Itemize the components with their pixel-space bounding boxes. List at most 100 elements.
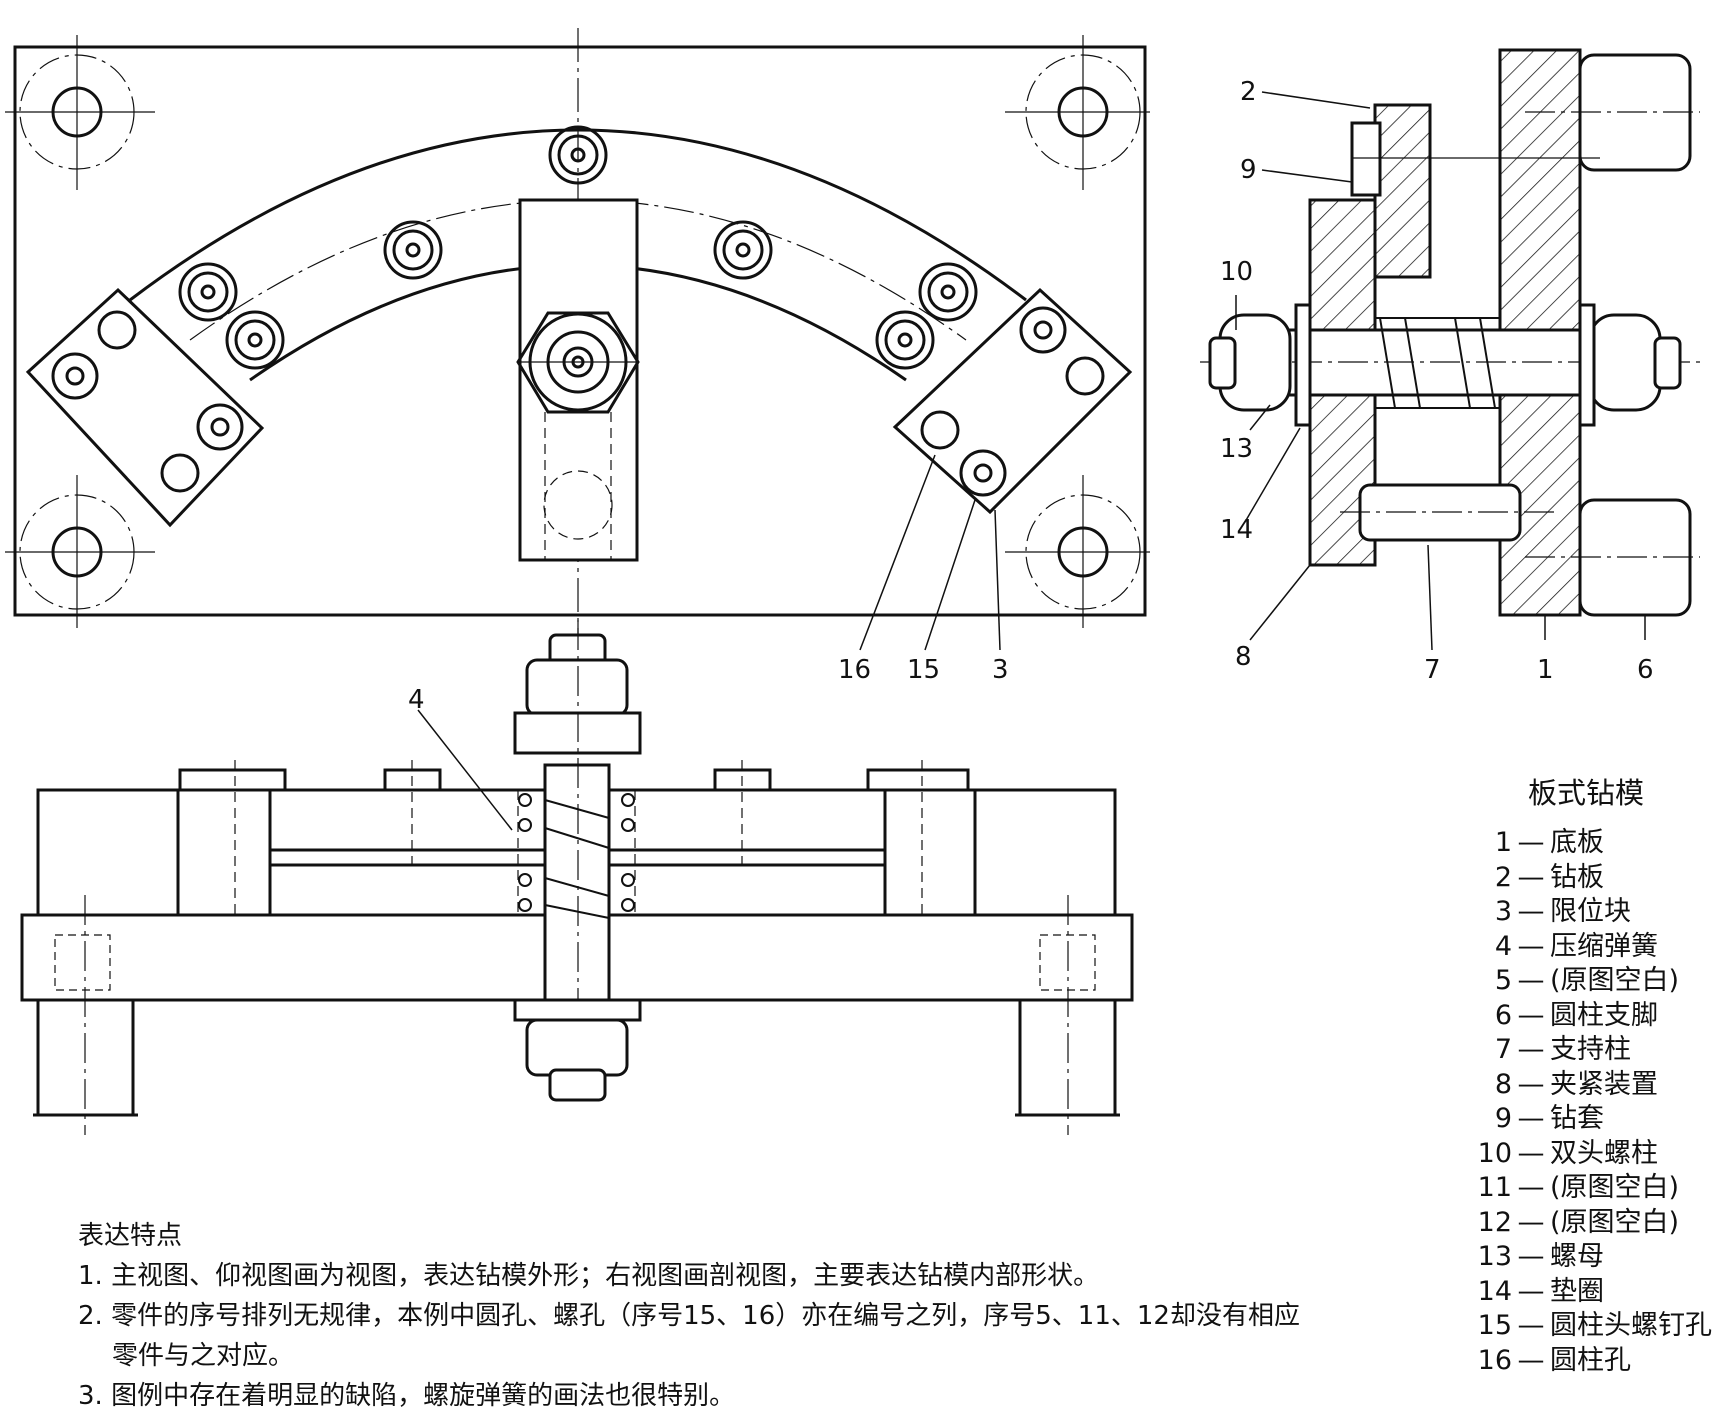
legend-item: 12—(原图空白): [1470, 1200, 1679, 1239]
legend-item-number: 14: [1477, 1275, 1512, 1307]
drill-bushing: [918, 262, 978, 322]
callout-15: 15: [907, 655, 940, 685]
legend-dash: —: [1517, 1137, 1545, 1169]
corner-hole: [1005, 35, 1150, 190]
callout-8: 8: [1235, 642, 1252, 672]
callout-13: 13: [1220, 434, 1253, 464]
legend-dash: —: [1517, 930, 1545, 962]
legend-title: 板式钻模: [1528, 776, 1645, 810]
legend-item: 2—钻板: [1470, 855, 1604, 894]
corner-hole: [1005, 475, 1150, 628]
legend-item: 10—双头螺柱: [1470, 1131, 1658, 1170]
callout-4: 4: [408, 685, 425, 715]
legend-item: 16—圆柱孔: [1470, 1338, 1631, 1377]
note-2: 2. 零件的序号排列无规律，本例中圆孔、螺孔（序号15、16）亦在编号之列，序号…: [78, 1301, 1300, 1331]
legend-dash: —: [1517, 861, 1545, 893]
legend-item-number: 6: [1494, 999, 1512, 1031]
legend-item-label: 圆柱头螺钉孔: [1550, 1310, 1712, 1341]
legend-dash: —: [1517, 1310, 1545, 1341]
legend-item-number: 12: [1477, 1206, 1512, 1238]
front-view: [5, 28, 1150, 640]
notes: 表达特点 1. 主视图、仰视图画为视图，表达钻模外形；右视图画剖视图，主要表达钻…: [78, 1216, 1300, 1416]
legend-dash: —: [1517, 1275, 1545, 1307]
legend-item: 4—压缩弹簧: [1470, 924, 1658, 963]
legend-item-label: 双头螺柱: [1550, 1137, 1658, 1169]
legend-dash: —: [1517, 1344, 1545, 1376]
drill-bushing: [225, 310, 285, 370]
legend-item-label: 螺母: [1550, 1241, 1604, 1272]
callout-1: 1: [1537, 655, 1554, 685]
legend-dash: —: [1517, 827, 1545, 858]
legend-item-label: 钻套: [1550, 1103, 1604, 1134]
legend-item-number: 1: [1494, 827, 1512, 858]
legend-item: 11—(原图空白): [1470, 1165, 1679, 1204]
legend-item-number: 3: [1494, 896, 1512, 927]
legend-item: 5—(原图空白): [1470, 958, 1679, 997]
base-plate-outline: [13, 45, 1147, 617]
callout-9: 9: [1240, 155, 1257, 185]
legend-item: 14—垫圈: [1470, 1269, 1604, 1308]
legend-item-number: 7: [1494, 1034, 1512, 1065]
legend-dash: —: [1517, 1206, 1545, 1238]
legend-item-number: 4: [1494, 930, 1512, 962]
callout-leaders: [417, 91, 1646, 831]
compression-spring: [517, 790, 636, 919]
note-3: 3. 图例中存在着明显的缺陷，螺旋弹簧的画法也很特别。: [78, 1381, 736, 1411]
legend-item-label: 底板: [1550, 827, 1604, 858]
legend-dash: —: [1517, 1241, 1545, 1272]
callout-3: 3: [992, 655, 1009, 685]
legend-item-number: 9: [1494, 1103, 1512, 1134]
side-section-view: [1200, 48, 1700, 617]
legend-item: 8—夹紧装置: [1470, 1062, 1658, 1101]
legend-item-label: 限位块: [1550, 896, 1631, 927]
callout-10: 10: [1220, 257, 1253, 287]
legend-item-label: 圆柱支脚: [1550, 999, 1658, 1031]
callout-6: 6: [1637, 655, 1654, 685]
note-2-continued: 零件与之对应。: [112, 1341, 295, 1371]
legend-dash: —: [1517, 1172, 1545, 1203]
callout-16: 16: [838, 655, 871, 685]
legend-item-label: 钻板: [1550, 861, 1604, 893]
legend-item-number: 16: [1477, 1344, 1512, 1376]
legend-item-number: 13: [1477, 1241, 1512, 1272]
legend-item: 6—圆柱支脚: [1470, 993, 1658, 1032]
drill-bushing: [178, 262, 238, 322]
drill-bushing: [383, 220, 443, 280]
legend-item-label: 圆柱孔: [1550, 1344, 1631, 1376]
corner-hole: [5, 35, 155, 190]
legend-item: 3—限位块: [1470, 889, 1631, 928]
legend-item-number: 10: [1477, 1137, 1512, 1169]
callout-14: 14: [1220, 515, 1253, 545]
legend-item-label: 垫圈: [1550, 1275, 1604, 1307]
legend-dash: —: [1517, 896, 1545, 927]
drill-bushing: [875, 310, 935, 370]
legend-item: 13—螺母: [1470, 1234, 1604, 1273]
drill-plate-outer-arc: [129, 128, 1027, 302]
legend-item-number: 11: [1477, 1172, 1512, 1203]
legend-dash: —: [1517, 999, 1545, 1031]
legend-item-number: 8: [1494, 1068, 1512, 1100]
legend-item: 7—支持柱: [1470, 1027, 1631, 1066]
hex-nut: [516, 311, 640, 414]
legend-item-number: 2: [1494, 861, 1512, 893]
drill-bushing: [548, 125, 608, 185]
legend-item-label: (原图空白): [1550, 1172, 1680, 1203]
corner-hole: [5, 475, 155, 628]
legend-item-label: (原图空白): [1550, 965, 1680, 996]
note-1: 1. 主视图、仰视图画为视图，表达钻模外形；右视图画剖视图，主要表达钻模内部形状…: [78, 1261, 1100, 1291]
legend-dash: —: [1517, 1103, 1545, 1134]
legend-item-label: (原图空白): [1550, 1206, 1680, 1238]
callout-numbers: 2 9 10 13 14 8 7 1 6 16 15 3 4: [408, 77, 1654, 715]
callout-2: 2: [1240, 77, 1257, 107]
legend-item: 15—圆柱头螺钉孔: [1470, 1303, 1712, 1342]
limit-block-left: [25, 287, 265, 528]
legend-dash: —: [1517, 1068, 1545, 1100]
notes-title: 表达特点: [78, 1221, 183, 1251]
bottom-view: [20, 620, 1134, 1135]
legend-item: 9—钻套: [1470, 1096, 1604, 1135]
legend-item-number: 15: [1477, 1310, 1512, 1341]
drill-bushing: [713, 220, 773, 280]
legend-item-number: 5: [1494, 965, 1512, 996]
callout-7: 7: [1424, 655, 1441, 685]
